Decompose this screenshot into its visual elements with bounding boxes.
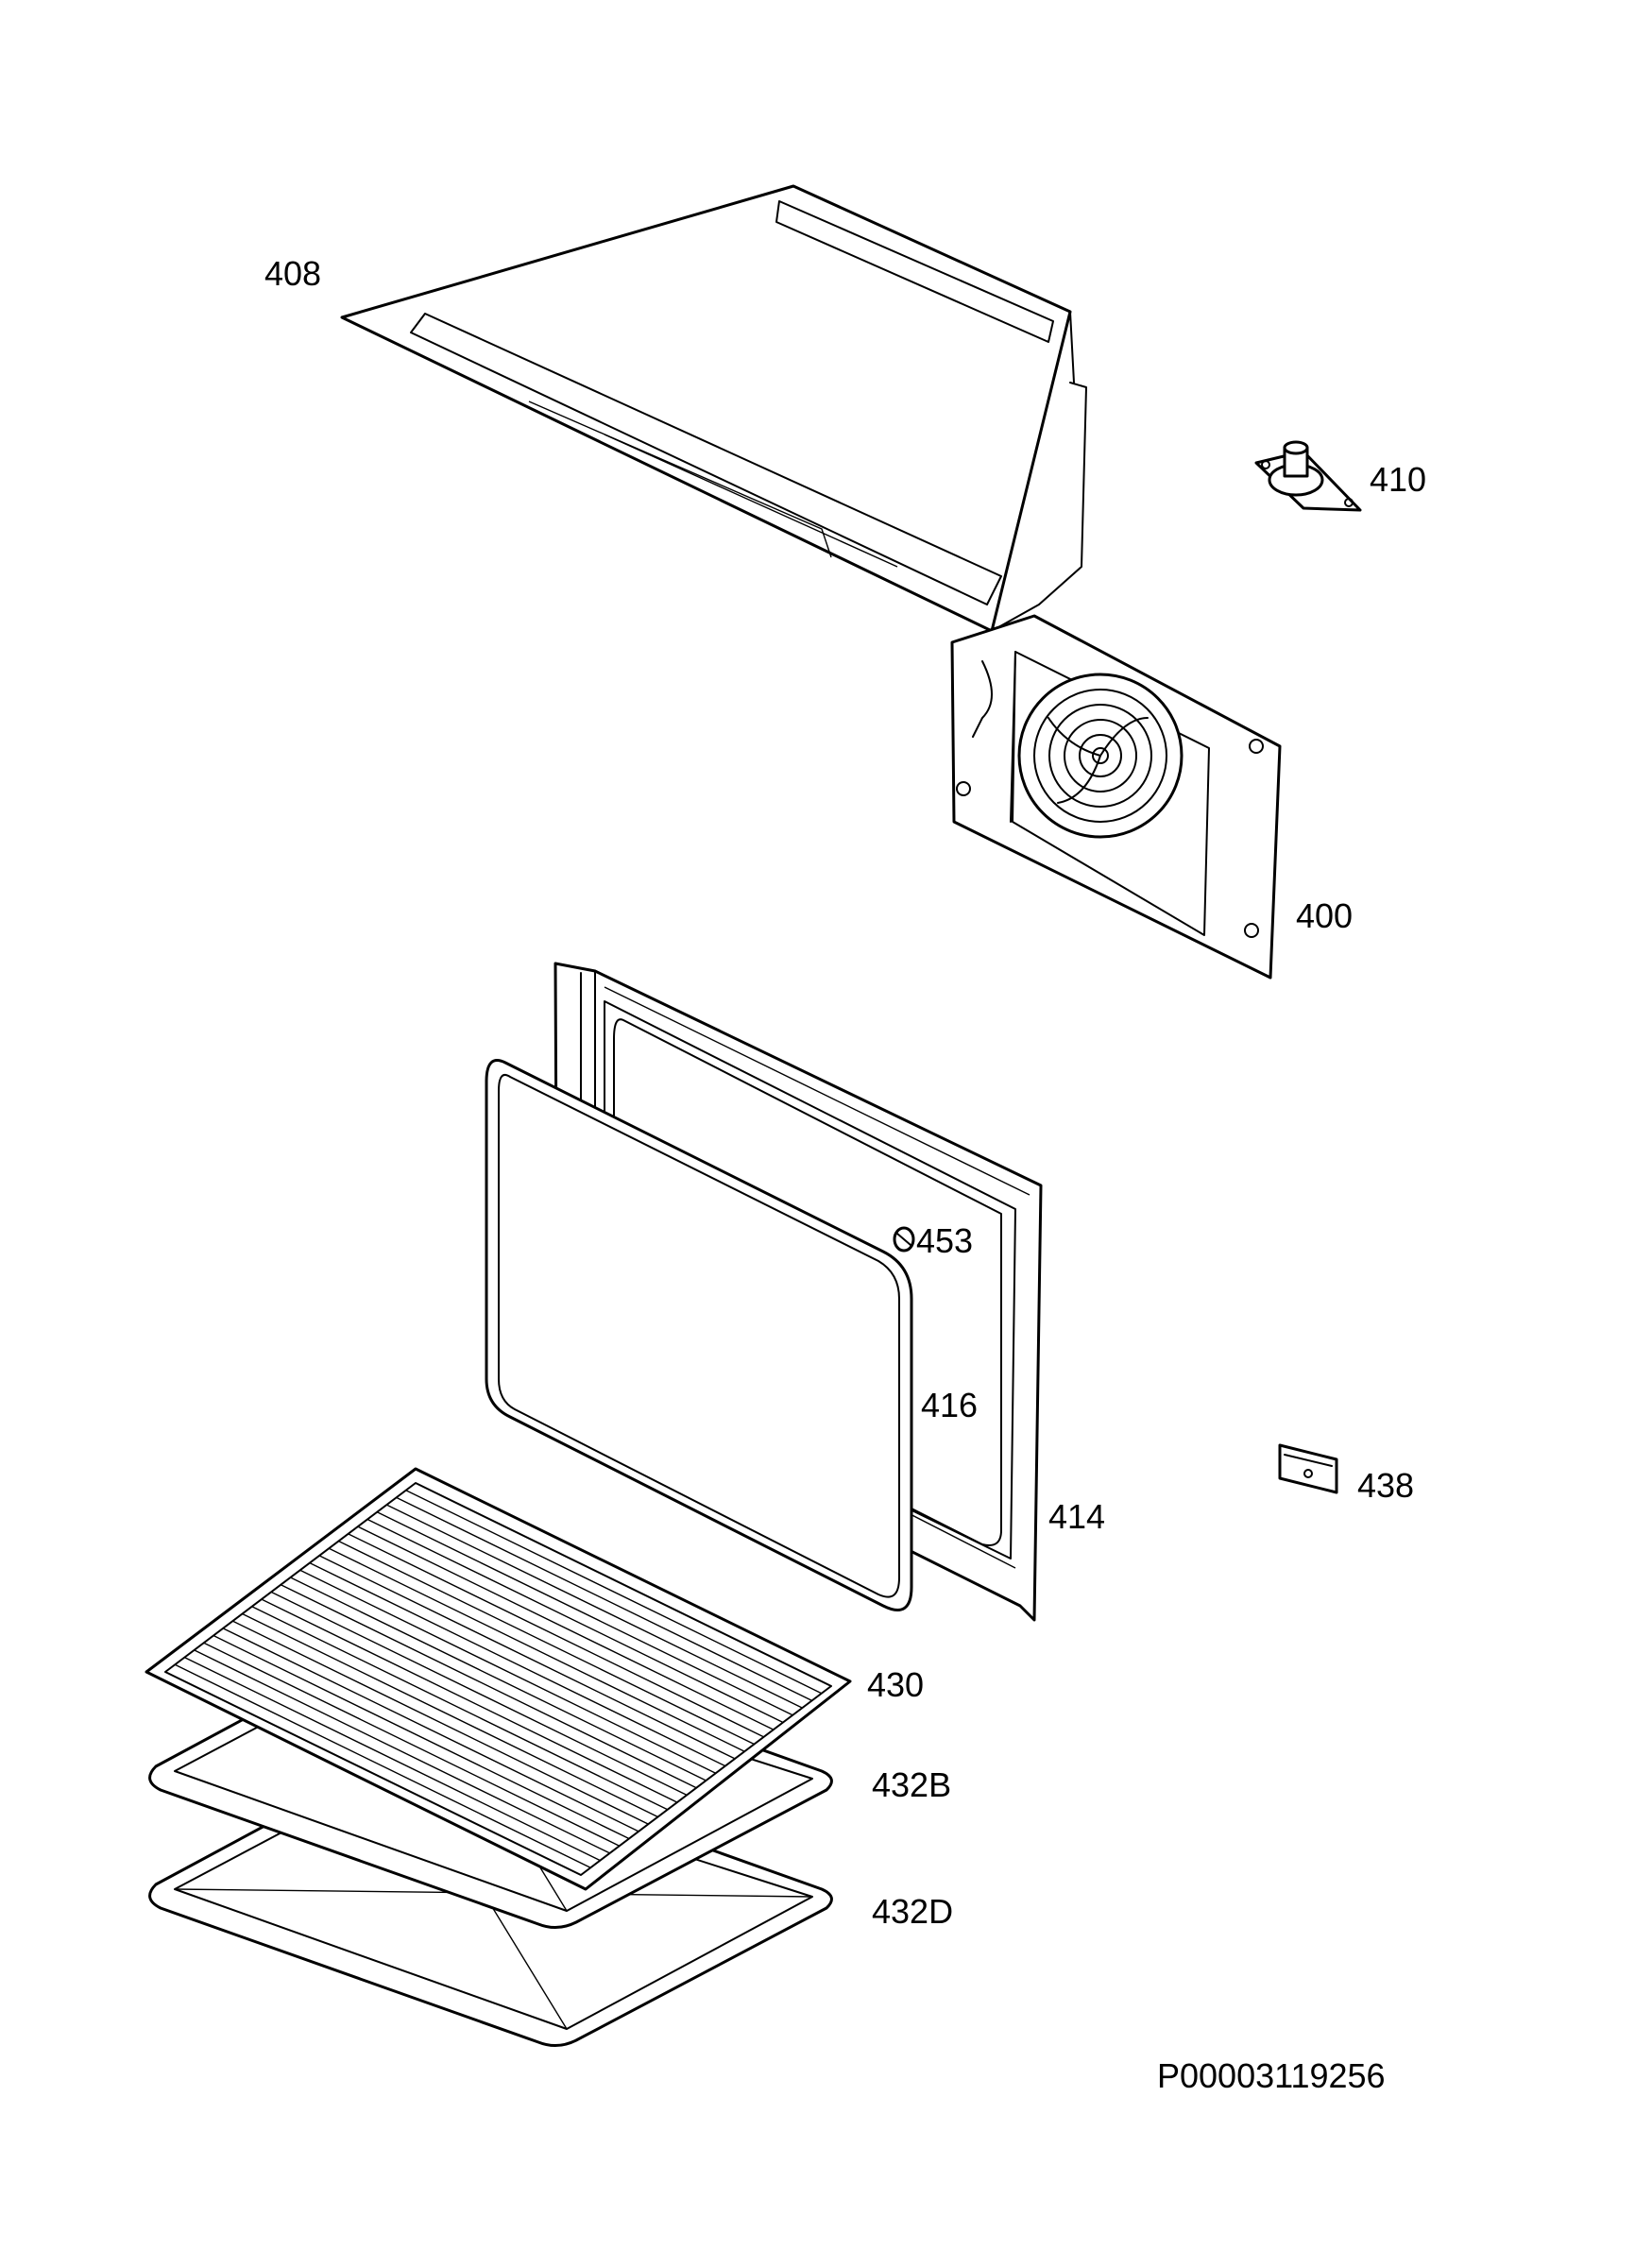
rack-wire: [232, 1620, 649, 1825]
callout-432B: 432B: [872, 1765, 952, 1804]
part-400-rear-cover: [950, 614, 1282, 980]
rack-wire: [348, 1533, 764, 1738]
rack-wire: [318, 1555, 736, 1760]
document-id: P00003119256: [1157, 2056, 1386, 2095]
part-430-wire-rack: [145, 1467, 852, 1891]
part-416-door-seal: [485, 1059, 913, 1611]
rack-wire: [270, 1591, 688, 1797]
rack-wire: [405, 1490, 823, 1695]
rack-wire: [386, 1504, 803, 1709]
rack-wire: [174, 1663, 591, 1868]
rack-wire: [396, 1496, 812, 1702]
rack-wire: [309, 1561, 726, 1767]
rack-wire: [366, 1518, 784, 1724]
rack-wire: [328, 1547, 745, 1752]
rack-wire: [184, 1656, 601, 1862]
callout-414: 414: [1048, 1497, 1106, 1536]
part-408-top-plate: [340, 184, 1087, 653]
part-438-hinge: [1278, 1443, 1338, 1494]
callout-432D: 432D: [872, 1892, 954, 1931]
rack-wire: [194, 1649, 610, 1854]
callout-410: 410: [1370, 460, 1427, 499]
part-410-fan-motor: [1254, 440, 1362, 512]
rack-wire: [338, 1540, 755, 1746]
rack-wire: [299, 1569, 716, 1774]
rack-wire: [357, 1526, 775, 1730]
callout-438: 438: [1357, 1466, 1415, 1505]
callout-430: 430: [867, 1665, 925, 1704]
callout-400: 400: [1296, 896, 1354, 935]
rack-wire: [222, 1628, 639, 1832]
rack-wire: [213, 1634, 630, 1840]
rack-wire: [376, 1511, 793, 1716]
callout-416: 416: [921, 1386, 979, 1424]
callout-408: 408: [264, 254, 322, 293]
rack-wire: [203, 1642, 621, 1847]
rack-wire: [251, 1606, 669, 1811]
rack-wire: [261, 1598, 678, 1803]
rack-wire: [242, 1612, 658, 1818]
rack-wire: [281, 1584, 697, 1789]
callout-453: 453: [916, 1221, 974, 1260]
part-453-screw: [893, 1226, 915, 1253]
rack-wire: [290, 1577, 707, 1781]
